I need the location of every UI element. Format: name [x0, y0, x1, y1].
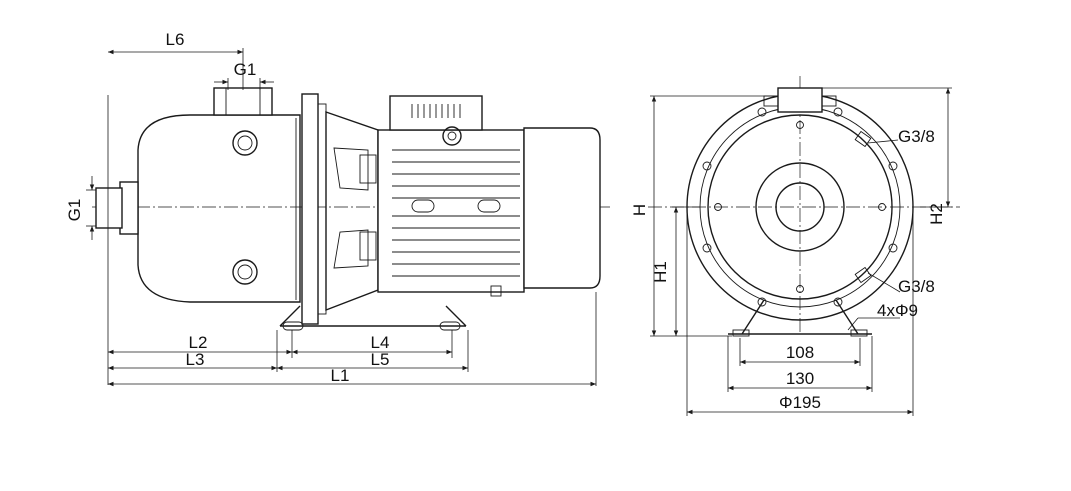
cable-gland	[442, 126, 462, 146]
label-h1: H1	[651, 261, 670, 283]
label-l3: L3	[186, 350, 205, 369]
label-195: Φ195	[779, 393, 821, 412]
label-l6: L6	[166, 30, 185, 49]
pump-casing	[137, 114, 301, 303]
discharge-outlet	[213, 87, 273, 116]
mounting-flange	[301, 93, 319, 325]
plug-top	[232, 130, 258, 156]
label-holes: 4xΦ9	[877, 301, 918, 320]
terminal-box-grille	[411, 104, 461, 118]
label-g1-top: G1	[234, 60, 257, 79]
fan-cover	[523, 127, 601, 289]
motor-body	[377, 129, 525, 293]
label-g38-bottom: G3/8	[898, 277, 935, 296]
label-130: 130	[786, 369, 814, 388]
label-g1-left: G1	[65, 199, 84, 222]
pump-body-circle	[707, 114, 893, 300]
label-g38-top: G3/8	[898, 127, 935, 146]
flange-bolts	[702, 107, 898, 307]
inlet-outer-circle	[755, 162, 845, 252]
plug-g38-bottom	[854, 266, 872, 284]
motor-bracket	[325, 111, 379, 312]
front-feet	[728, 299, 872, 335]
label-108: 108	[786, 343, 814, 362]
plug-g38-top	[854, 130, 872, 148]
label-h2: H2	[927, 203, 946, 225]
label-l4: L4	[371, 333, 390, 352]
label-l2: L2	[189, 333, 208, 352]
front-view: H H1 H2 G3/8 G3/8 4xΦ9 108 130 Φ195	[630, 76, 960, 416]
label-h: H	[630, 204, 649, 216]
suction-flange	[95, 187, 123, 229]
front-outlet	[777, 87, 823, 113]
cooling-fins	[392, 149, 520, 277]
side-view: L6 G1 G1 L2 L4 L3 L5 L1	[65, 30, 610, 387]
label-l1: L1	[331, 366, 350, 385]
base-feet	[279, 305, 467, 327]
plug-bottom	[232, 259, 258, 285]
label-l5: L5	[371, 350, 390, 369]
inlet-bore-circle	[775, 182, 825, 232]
